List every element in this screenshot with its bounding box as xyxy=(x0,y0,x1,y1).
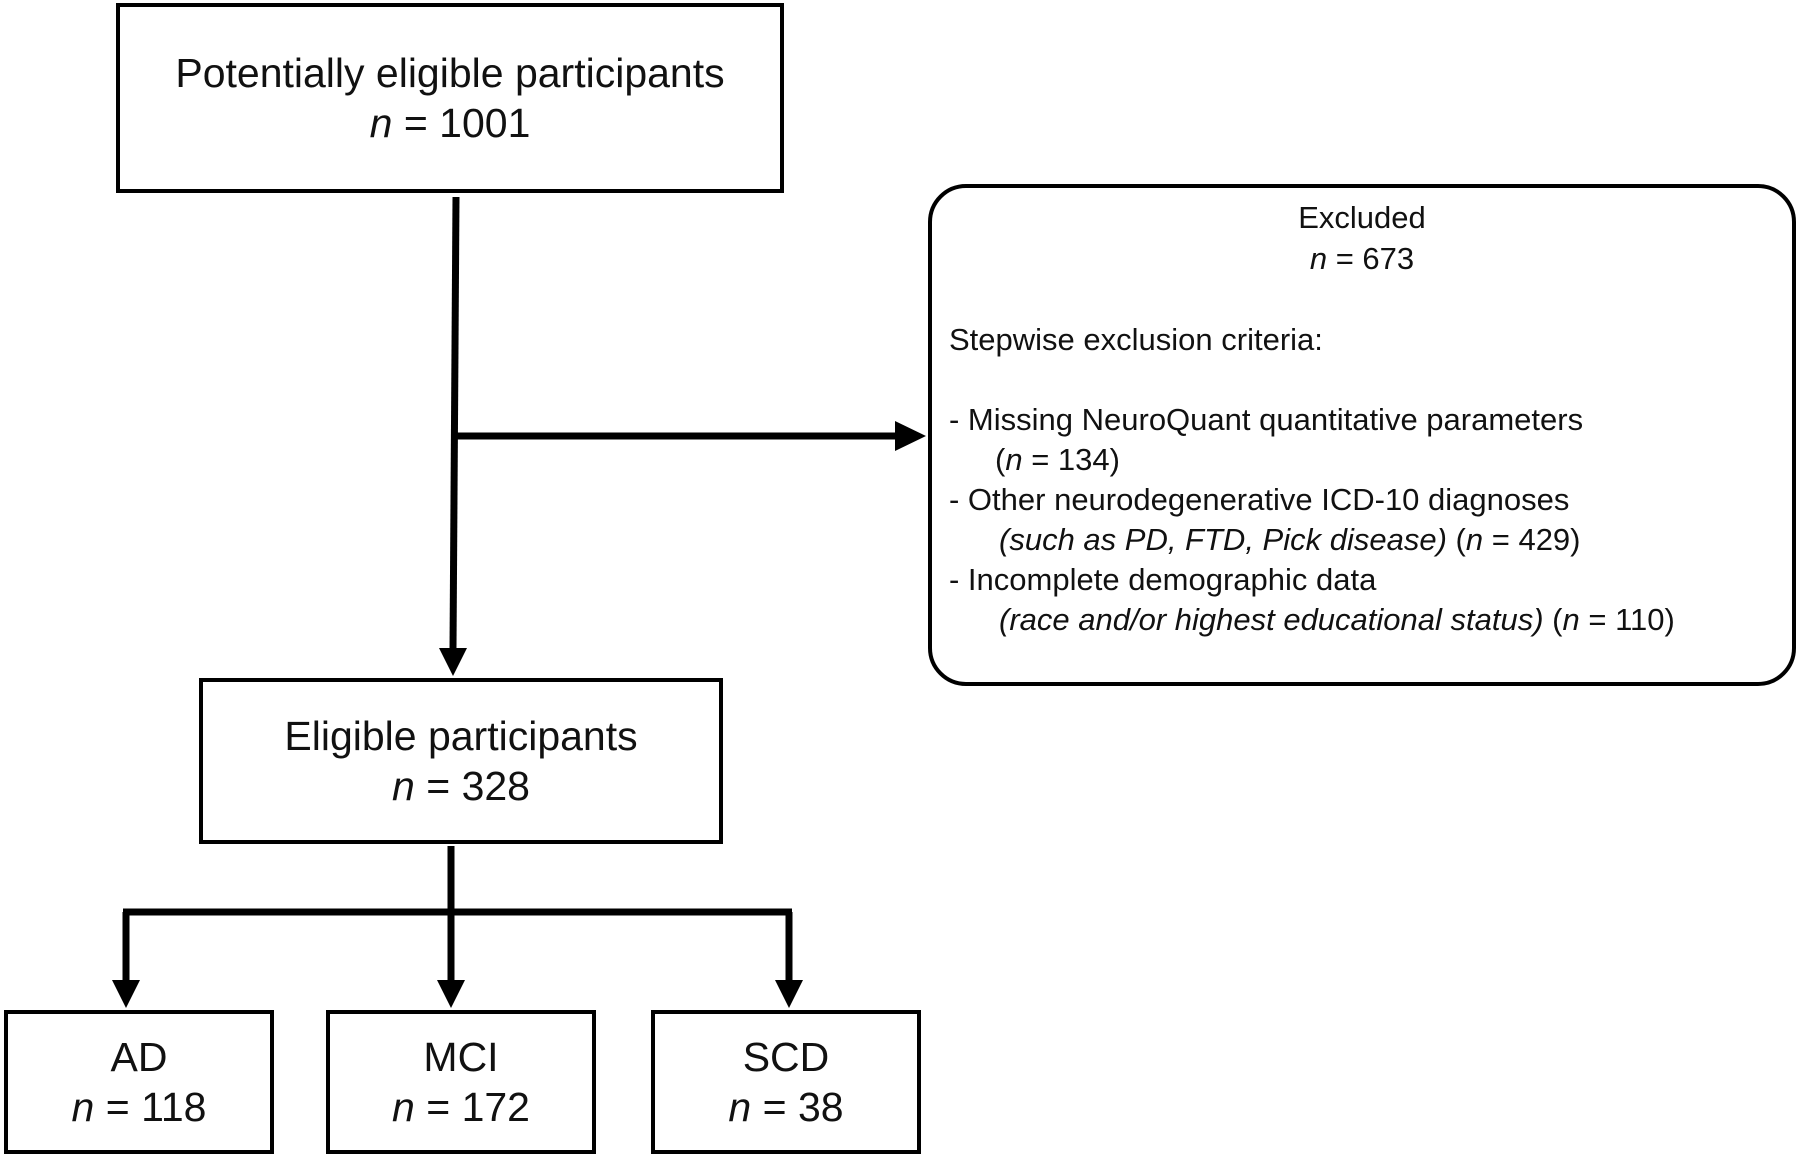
paren-open: ( xyxy=(1552,602,1563,637)
n-symbol: n xyxy=(369,100,393,146)
node-ad: AD n = 118 xyxy=(4,1010,274,1154)
n-symbol: n xyxy=(392,763,415,809)
paren-open: ( xyxy=(995,442,1006,477)
n-symbol: n xyxy=(1465,522,1484,557)
node-excluded: Excluded n = 673 Stepwise exclusion crit… xyxy=(928,184,1796,686)
node-count: n = 172 xyxy=(392,1082,530,1132)
node-count: n = 38 xyxy=(728,1082,843,1132)
n-symbol: n xyxy=(1562,602,1580,637)
node-label: SCD xyxy=(742,1034,830,1080)
node-count: n = 1001 xyxy=(370,98,531,148)
node-mci: MCI n = 172 xyxy=(326,1010,596,1154)
criterion-count: (n = 134) xyxy=(995,440,1120,480)
criterion-detail: (such as PD, FTD, Pick disease) xyxy=(999,522,1447,557)
criterion-detail: (race and/or highest educational status) xyxy=(999,602,1544,637)
count-value: = 673 xyxy=(1335,241,1415,276)
count-value: = 1001 xyxy=(403,100,531,146)
excluded-count: n = 673 xyxy=(932,239,1792,279)
count-value: = 172 xyxy=(426,1084,530,1130)
criterion-label: - Incomplete demographic data xyxy=(949,562,1377,597)
criterion-label: - Other neurodegenerative ICD-10 diagnos… xyxy=(949,482,1570,517)
connector-main-vertical xyxy=(449,196,460,649)
count-value: = 134) xyxy=(1031,442,1120,477)
excluded-title: Excluded xyxy=(1298,200,1426,235)
n-symbol: n xyxy=(1005,442,1023,477)
arrowhead-to-excluded xyxy=(895,421,926,451)
n-symbol: n xyxy=(1309,241,1328,276)
arrowhead-to-scd xyxy=(775,980,803,1008)
node-scd: SCD n = 38 xyxy=(651,1010,921,1154)
count-value: = 328 xyxy=(426,763,530,809)
count-value: = 110) xyxy=(1588,602,1675,637)
node-potentially-eligible: Potentially eligible participants n = 10… xyxy=(116,3,784,193)
node-label: AD xyxy=(110,1034,168,1080)
count-value: = 429) xyxy=(1491,522,1581,557)
node-label: Eligible participants xyxy=(284,713,638,759)
criterion-detail-line: (such as PD, FTD, Pick disease) (n = 429… xyxy=(999,520,1581,560)
arrowhead-to-ad xyxy=(112,980,140,1008)
arrowhead-to-eligible xyxy=(439,648,467,676)
paren-open: ( xyxy=(1455,522,1466,557)
n-symbol: n xyxy=(728,1084,752,1130)
criterion-label: - Missing NeuroQuant quantitative parame… xyxy=(949,402,1584,437)
n-symbol: n xyxy=(392,1084,415,1130)
arrowhead-to-mci xyxy=(437,980,465,1008)
criteria-heading: Stepwise exclusion criteria: xyxy=(949,322,1323,357)
node-eligible: Eligible participants n = 328 xyxy=(199,678,723,844)
n-symbol: n xyxy=(71,1084,95,1130)
criterion-detail-line: (race and/or highest educational status)… xyxy=(999,600,1675,640)
node-count: n = 328 xyxy=(392,761,530,811)
node-label: MCI xyxy=(423,1034,499,1080)
count-value: = 118 xyxy=(105,1084,207,1130)
count-value: = 38 xyxy=(762,1084,844,1130)
node-label: Potentially eligible participants xyxy=(175,50,725,96)
node-count: n = 118 xyxy=(72,1082,207,1132)
